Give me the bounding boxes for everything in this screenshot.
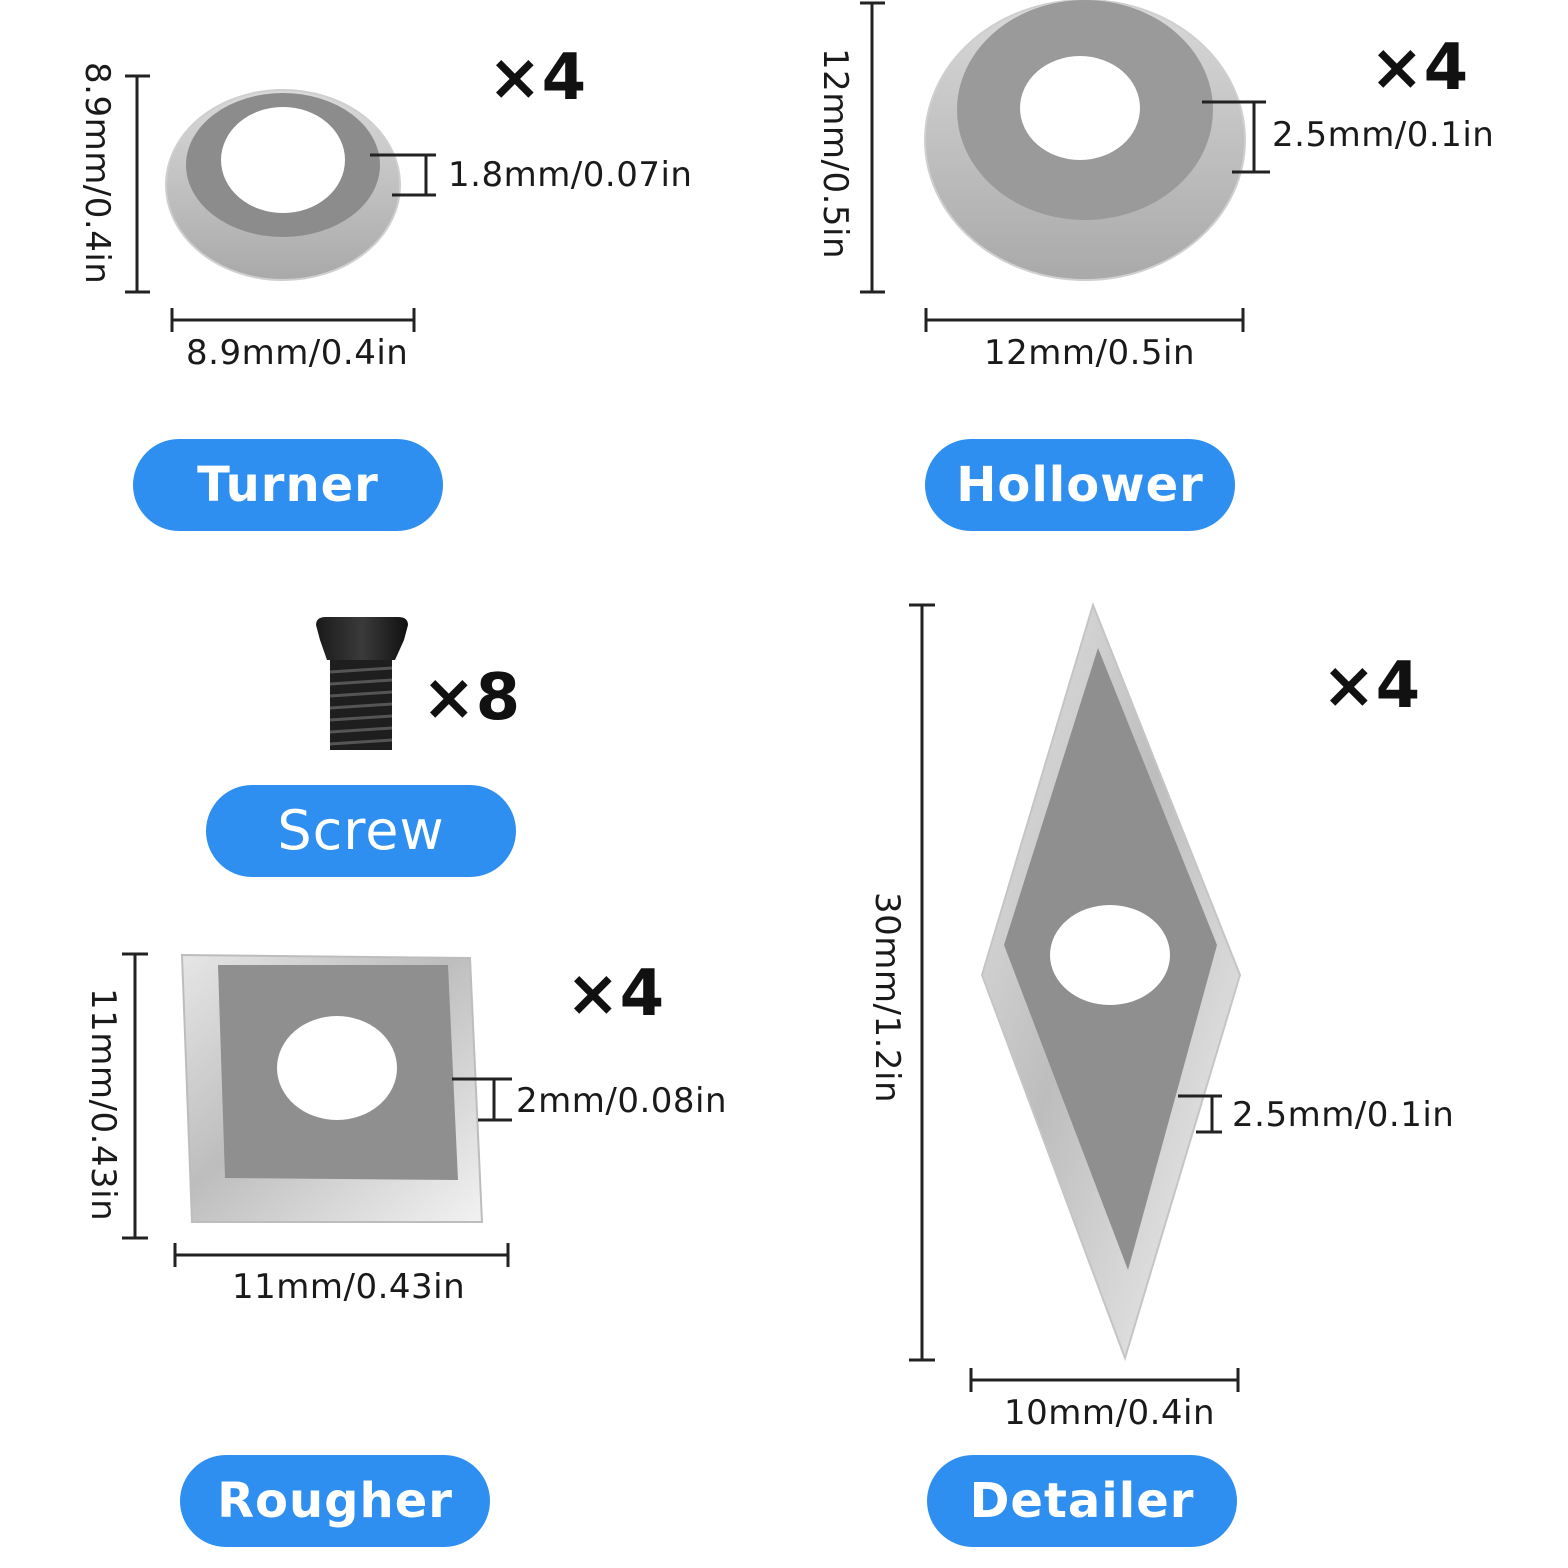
rougher-label-badge: Rougher: [180, 1455, 490, 1547]
screw-image: [316, 617, 408, 750]
detailer-label-badge: Detailer: [927, 1455, 1237, 1547]
screw-label-badge: Screw: [206, 785, 516, 877]
detailer-insert-image: [980, 601, 1242, 1362]
hollower-quantity: ×4: [1370, 31, 1469, 105]
rougher-insert-image: [180, 953, 484, 1223]
turner-insert-image: [165, 89, 401, 281]
rougher-quantity: ×4: [566, 957, 665, 1031]
hollower-height-label: 12mm/0.5in: [815, 48, 855, 260]
hollower-insert-image: [924, 0, 1246, 281]
detailer-thickness-label: 2.5mm/0.1in: [1232, 1095, 1455, 1135]
rougher-width-label: 11mm/0.43in: [232, 1267, 466, 1307]
detailer-quantity: ×4: [1322, 649, 1421, 723]
rougher-thickness-label: 2mm/0.08in: [516, 1081, 728, 1121]
turner-thickness-label: 1.8mm/0.07in: [448, 155, 693, 195]
turner-label-badge: Turner: [133, 439, 443, 531]
detailer-height-label: 30mm/1.2in: [867, 892, 907, 1104]
hollower-width-label: 12mm/0.5in: [984, 333, 1196, 373]
screw-quantity: ×8: [422, 661, 521, 735]
turner-width-label: 8.9mm/0.4in: [186, 333, 409, 373]
detailer-width-label: 10mm/0.4in: [1004, 1393, 1216, 1433]
hollower-thickness-label: 2.5mm/0.1in: [1272, 115, 1495, 155]
rougher-height-label: 11mm/0.43in: [83, 988, 123, 1222]
turner-height-label: 8.9mm/0.4in: [77, 62, 117, 285]
dimension-lines: [122, 1, 1270, 1392]
hollower-label-badge: Hollower: [925, 439, 1235, 531]
turner-quantity: ×4: [488, 41, 587, 115]
